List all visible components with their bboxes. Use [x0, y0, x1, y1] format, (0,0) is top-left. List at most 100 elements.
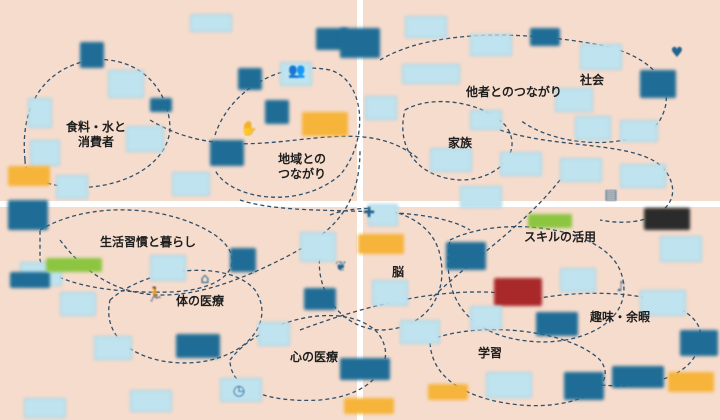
topic-label-regional: 地域とのつながり — [278, 152, 327, 181]
topic-card — [56, 175, 88, 199]
topic-label-mind-care: 心の医療 — [290, 350, 339, 364]
connector-loop — [379, 34, 667, 144]
connector-loop — [39, 209, 233, 293]
topic-card — [210, 140, 244, 166]
topic-card — [80, 42, 104, 68]
quadrant-top-left — [0, 0, 357, 201]
music-icon: ♪ — [616, 279, 626, 295]
brain-icon: ❦ — [335, 259, 347, 275]
topic-card-highlight — [644, 208, 690, 230]
topic-card — [304, 288, 336, 310]
topic-card — [500, 152, 542, 176]
topic-card — [300, 232, 336, 262]
topic-card — [150, 255, 186, 281]
topic-card — [430, 148, 472, 172]
topic-card-highlight — [668, 372, 714, 392]
hands-icon: ✋ — [240, 121, 258, 137]
topic-card — [660, 236, 702, 262]
connector-link — [429, 179, 561, 301]
topic-label-brain: 脳 — [392, 265, 405, 279]
topic-card — [560, 268, 596, 292]
connector-link — [239, 199, 471, 231]
topic-card — [580, 44, 622, 70]
topic-label-family: 家族 — [448, 136, 473, 150]
topic-card-highlight — [428, 384, 468, 400]
topic-card — [60, 292, 96, 316]
heart-icon: ♥ — [670, 45, 684, 61]
topic-card — [28, 98, 52, 128]
topic-card — [8, 200, 48, 230]
topic-card — [470, 110, 502, 130]
home-icon: ⌂ — [200, 271, 210, 287]
topic-card — [640, 290, 686, 316]
topic-card — [446, 242, 486, 270]
topic-card — [150, 98, 172, 112]
topic-card — [126, 126, 164, 152]
connector-link — [59, 149, 361, 296]
topic-card — [536, 312, 578, 336]
topic-card — [340, 28, 380, 58]
topic-card — [172, 172, 210, 196]
topic-label-habits: 生活習慣と暮らし — [100, 235, 197, 249]
topic-card-highlight — [344, 398, 394, 414]
topic-card — [10, 272, 50, 288]
topic-label-society: 社会 — [580, 73, 605, 87]
topic-card — [220, 378, 262, 402]
topic-card-highlight — [358, 234, 404, 254]
clock-icon: ◷ — [232, 383, 246, 399]
topic-card — [400, 320, 440, 344]
topic-card-highlight — [8, 166, 50, 186]
topic-card — [612, 366, 664, 388]
topic-card — [555, 88, 593, 112]
topic-card-highlight — [46, 258, 102, 272]
topic-card — [530, 28, 560, 46]
topic-card — [368, 204, 398, 226]
topic-card — [265, 100, 289, 124]
topic-card — [620, 120, 658, 142]
connector-loop — [23, 58, 171, 189]
topic-card-highlight — [494, 278, 542, 306]
topic-card — [460, 186, 502, 208]
topic-card — [365, 96, 397, 120]
topic-card — [620, 164, 666, 188]
topic-card — [230, 248, 256, 272]
topic-card — [190, 14, 232, 32]
topic-card — [680, 330, 718, 356]
topic-label-body-care: 体の医療 — [176, 294, 225, 308]
topic-card — [486, 372, 532, 398]
topic-card — [30, 140, 60, 166]
topic-card — [176, 334, 220, 358]
topic-card — [24, 398, 66, 418]
topic-card — [108, 70, 144, 98]
topic-card — [564, 372, 604, 400]
topic-card-highlight — [302, 112, 348, 136]
topic-card — [280, 62, 312, 86]
topic-card — [640, 70, 676, 98]
topic-label-skills: スキルの活用 — [524, 230, 597, 244]
running-person-icon: 🏃 — [146, 287, 164, 303]
topic-card — [94, 336, 132, 360]
topic-label-learning: 学習 — [478, 346, 503, 360]
quadrant-bottom-left — [0, 207, 357, 420]
topic-card — [340, 358, 390, 380]
topic-card — [238, 68, 262, 90]
book-icon: ▤ — [604, 187, 618, 203]
topic-card — [130, 390, 172, 412]
topic-card — [470, 34, 512, 56]
topic-card-highlight — [528, 214, 572, 228]
topic-label-others: 他者とのつながり — [466, 85, 562, 99]
topic-card — [405, 16, 447, 38]
topic-card — [470, 306, 502, 330]
topic-label-hobby: 趣味・余暇 — [590, 310, 651, 324]
topic-card — [560, 158, 602, 182]
topic-card — [372, 280, 408, 306]
topic-card — [575, 116, 611, 140]
people-icon: 👥 — [288, 63, 306, 79]
connector-loop — [214, 67, 361, 198]
connector-link — [149, 119, 421, 161]
topic-card — [402, 64, 460, 84]
hospital-icon: ✚ — [363, 205, 375, 221]
topic-card — [258, 322, 290, 346]
topic-label-food: 食料・水と消費者 — [66, 120, 127, 149]
